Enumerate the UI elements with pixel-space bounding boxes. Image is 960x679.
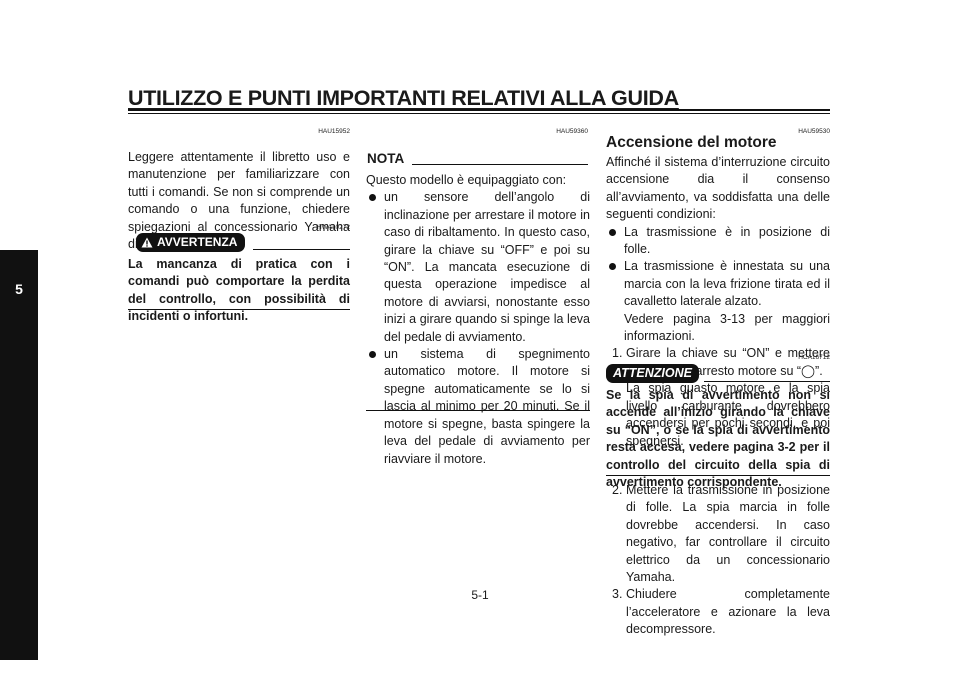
list-item: La trasmissione è innestata su una marci… (606, 258, 830, 345)
step-text: Chiudere completamente l’acceleratore e … (626, 587, 830, 637)
header-rule-thin (128, 113, 830, 114)
page-reference: Vedere pagina 3-13 per maggiori informaz… (624, 311, 830, 344)
bullet-text: un sistema di spegnimento automatico mot… (384, 347, 590, 466)
list-item: un sistema di spegnimento automatico mot… (366, 346, 590, 468)
section-intro: Affinché il sistema d’interruzione circu… (606, 155, 830, 222)
chapter-number: 5 (15, 281, 23, 297)
page-header-title: UTILIZZO E PUNTI IMPORTANTI RELATIVI ALL… (128, 86, 679, 110)
page-number: 5-1 (471, 588, 489, 602)
warning-rule (253, 249, 350, 250)
intro-paragraph: Leggere attentamente il libretto uso e m… (128, 150, 350, 252)
step-number: 1. (612, 346, 623, 361)
bullet-text: un sensore dell’angolo di inclinazione p… (384, 190, 590, 344)
doc-code: HCA16712 (798, 354, 830, 361)
attention-badge: ATTENZIONE (606, 364, 699, 383)
bullet-text: La trasmissione è innestata su una marci… (624, 259, 830, 309)
step-item: 3.Chiudere completamente l’acceleratore … (606, 586, 830, 638)
step-number: 2. (612, 483, 623, 497)
attention-label: ATTENZIONE (606, 364, 699, 383)
bullet-icon (609, 228, 616, 236)
header-rule (128, 109, 830, 111)
step-text: Mettere la trasmissione in posizione di … (626, 483, 830, 585)
step-note: La spia guasto motore e la spia livello … (626, 381, 830, 448)
nota-label: NOTA (367, 151, 405, 166)
section-title: Accensione del motore (606, 134, 777, 151)
bullet-icon (609, 263, 616, 271)
chapter-tab (0, 250, 38, 660)
attention-rule (704, 381, 830, 382)
bullet-icon (369, 351, 376, 359)
warning-label: AVVERTENZA (157, 235, 238, 249)
warning-end-rule (128, 309, 350, 310)
doc-code: HAU59530 (798, 128, 830, 135)
bullet-icon (369, 194, 376, 202)
nota-rule (412, 164, 588, 165)
nota-lead: Questo modello è equipaggiato con: (366, 173, 567, 187)
warning-triangle-icon (141, 237, 153, 248)
list-item: La trasmissione è in posizione di folle. (606, 224, 830, 259)
section-body: Affinché il sistema d’interruzione circu… (606, 154, 830, 450)
doc-code: HWA10272 (317, 224, 350, 231)
steps-list: 2.Mettere la trasmissione in posizione d… (606, 482, 830, 639)
nota-body: Questo modello è equipaggiato con: un se… (366, 172, 590, 468)
list-item: un sensore dell’angolo di inclinazione p… (366, 189, 590, 346)
bullet-text: La trasmissione è in posizione di folle. (624, 224, 830, 257)
nota-end-rule (366, 410, 590, 411)
doc-code: HAU15952 (318, 128, 350, 135)
warning-badge: AVVERTENZA (136, 233, 246, 252)
attention-end-rule (606, 475, 830, 476)
step-number: 3. (612, 587, 623, 602)
doc-code: HAU59360 (556, 128, 588, 135)
step-item: 2.Mettere la trasmissione in posizione d… (606, 482, 830, 586)
warning-text: La mancanza di pratica con i comandi può… (128, 257, 350, 323)
attention-text: Se la spia di avvertimento non si accend… (606, 388, 830, 490)
